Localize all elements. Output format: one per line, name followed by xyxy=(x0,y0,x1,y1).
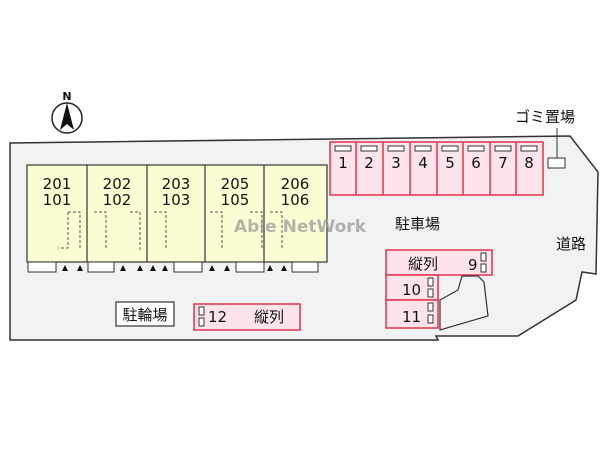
parking-row-top: 1 2 3 4 5 6 7 8 xyxy=(329,141,544,196)
north-compass-icon: N xyxy=(51,90,83,134)
unit-label-upper: 203 xyxy=(162,175,191,193)
tandem-label: 縦列 xyxy=(408,255,438,273)
parking-space-number: 2 xyxy=(364,154,374,172)
building-units: 201 101 202 102 203 103 205 105 206 106 xyxy=(26,164,328,273)
parking-space-number: 7 xyxy=(498,154,508,172)
bike-parking: 駐輪場 12 縦列 xyxy=(115,301,301,331)
unit-label-upper: 206 xyxy=(281,175,310,193)
parking-space-number: 1 xyxy=(338,154,348,172)
bike-parking-label: 駐輪場 xyxy=(122,306,167,324)
garbage-area: ゴミ置場 xyxy=(515,108,575,169)
parking-space-number: 5 xyxy=(445,154,455,172)
bike-tandem-label: 縦列 xyxy=(254,308,284,326)
parking-label: 駐車場 xyxy=(395,215,440,233)
parking-space-number: 3 xyxy=(391,154,401,172)
parking-space-number: 11 xyxy=(402,308,421,326)
unit-label-lower: 102 xyxy=(103,191,132,209)
parking-space-number: 4 xyxy=(418,154,428,172)
unit-label-upper: 201 xyxy=(43,175,72,193)
unit-label-lower: 101 xyxy=(43,191,72,209)
garbage-label: ゴミ置場 xyxy=(515,108,575,126)
compass-label: N xyxy=(62,90,71,103)
parking-space-number: 10 xyxy=(402,281,421,299)
parking-space-number: 9 xyxy=(468,256,478,274)
bike-space-number: 12 xyxy=(208,308,227,326)
unit-label-lower: 106 xyxy=(281,191,310,209)
watermark: Able NetWork xyxy=(234,217,367,237)
unit-label-upper: 202 xyxy=(103,175,132,193)
parking-column-right: 縦列 9 10 11 xyxy=(385,249,493,331)
unit-label-lower: 105 xyxy=(221,191,250,209)
unit-label-upper: 205 xyxy=(221,175,250,193)
parking-space-number: 6 xyxy=(471,154,481,172)
parking-space-number: 8 xyxy=(524,154,534,172)
road-label: 道路 xyxy=(556,235,586,253)
unit-label-lower: 103 xyxy=(162,191,191,209)
